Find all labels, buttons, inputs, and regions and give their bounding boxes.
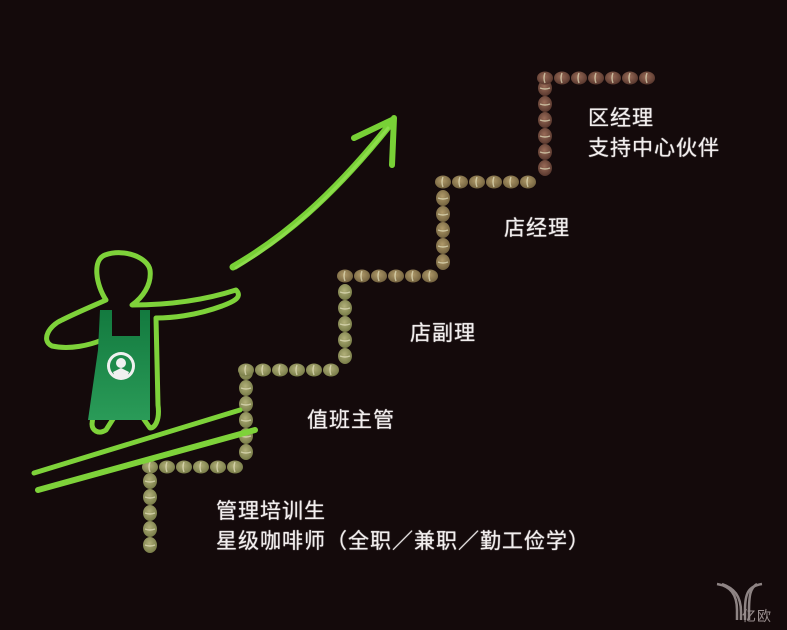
step-1-label: 管理培训生 星级咖啡师（全职／兼职／勤工俭学） <box>216 496 590 556</box>
step-5-title: 区经理 <box>588 106 654 130</box>
step-3-label: 店副理 <box>410 318 476 348</box>
step-2-label: 值班主管 <box>307 405 395 435</box>
step-4-title: 店经理 <box>504 216 570 240</box>
coffee-bean-staircase <box>142 71 655 553</box>
watermark-text: 亿欧 <box>742 609 772 625</box>
step-5-subtitle: 支持中心伙伴 <box>588 136 720 160</box>
step-1-subtitle: 星级咖啡师（全职／兼职／勤工俭学） <box>216 529 590 553</box>
yiou-logo-icon <box>716 582 763 620</box>
step-3-title: 店副理 <box>410 321 476 345</box>
step-5-label: 区经理 支持中心伙伴 <box>588 103 720 163</box>
barista-figure-icon <box>31 250 258 493</box>
step-4-label: 店经理 <box>504 213 570 243</box>
upward-arrow-icon <box>229 115 397 271</box>
step-2-title: 值班主管 <box>307 408 395 432</box>
step-1-title: 管理培训生 <box>216 499 326 523</box>
